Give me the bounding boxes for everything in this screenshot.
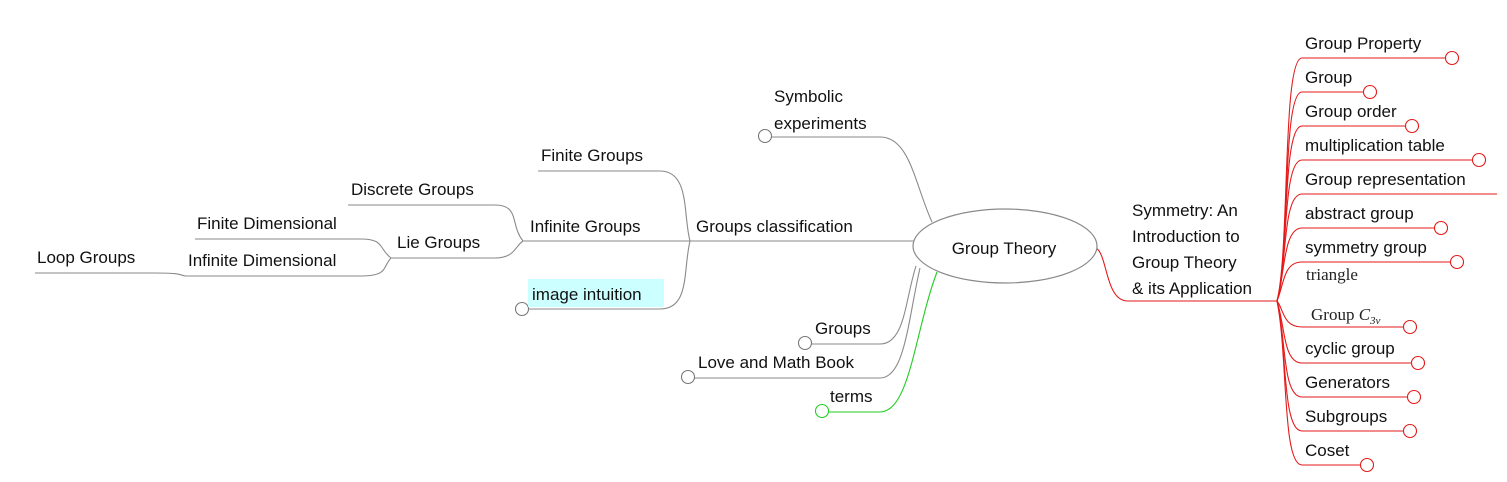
- collapse-toggle-groups[interactable]: [797, 335, 813, 351]
- collapse-toggle-terms[interactable]: [814, 403, 830, 419]
- connector-infinite-dimensional: [185, 257, 392, 277]
- symmetry-book-line-3: Group Theory: [1132, 253, 1237, 272]
- collapse-toggle-group[interactable]: [1362, 84, 1378, 100]
- root-node-label: Group Theory: [952, 239, 1057, 258]
- collapse-toggle-multiplication-table[interactable]: [1471, 152, 1487, 168]
- collapse-toggle-group-order[interactable]: [1404, 118, 1420, 134]
- node-love-and-math-book[interactable]: Love and Math Book: [698, 353, 854, 372]
- node-group-representation[interactable]: Group representation: [1305, 170, 1466, 189]
- node-discrete-groups[interactable]: Discrete Groups: [351, 180, 474, 199]
- group-c3v-subscript: 3v: [1369, 315, 1381, 327]
- group-c3v-symbol: C: [1359, 305, 1371, 324]
- connectors: [35, 57, 1497, 466]
- connector-groups: [806, 265, 917, 345]
- symmetry-book-line-1: Symmetry: An: [1132, 201, 1238, 220]
- collapse-toggle-cyclic-group[interactable]: [1410, 355, 1426, 371]
- collapse-toggle-love-and-math[interactable]: [680, 369, 696, 385]
- collapse-toggle-generators[interactable]: [1406, 389, 1422, 405]
- collapse-toggle-image-intuition[interactable]: [514, 301, 530, 317]
- node-finite-dimensional[interactable]: Finite Dimensional: [197, 214, 337, 233]
- node-image-intuition[interactable]: image intuition: [532, 285, 642, 304]
- node-multiplication-table[interactable]: multiplication table: [1305, 136, 1445, 155]
- collapse-toggle-coset[interactable]: [1359, 457, 1375, 473]
- node-group-c3v[interactable]: Group C3v: [1311, 305, 1381, 327]
- node-loop-groups[interactable]: Loop Groups: [37, 248, 135, 267]
- node-finite-groups[interactable]: Finite Groups: [541, 146, 643, 165]
- connector-terms: [822, 271, 938, 413]
- node-symmetry-group[interactable]: symmetry group: [1305, 238, 1427, 257]
- node-infinite-groups[interactable]: Infinite Groups: [530, 217, 641, 236]
- root-node-ellipse: [912, 208, 1098, 284]
- connector-symmetry-group: [1276, 261, 1457, 302]
- connector-abstract-group: [1276, 227, 1441, 302]
- connector-finite-groups: [538, 170, 691, 242]
- connector-triangle-c3v: [1276, 300, 1410, 328]
- collapse-toggle-symbolic-experiments[interactable]: [757, 128, 773, 144]
- node-groups[interactable]: Groups: [815, 319, 871, 338]
- connector-image-intuition: [528, 240, 691, 310]
- node-symbolic-line-1[interactable]: Symbolic: [774, 87, 843, 106]
- node-symmetry-book[interactable]: Symmetry: An Introduction to Group Theor…: [1132, 201, 1252, 298]
- node-group[interactable]: Group: [1305, 68, 1352, 87]
- connector-love-and-math: [688, 267, 921, 379]
- connector-discrete-groups: [348, 204, 524, 242]
- symmetry-book-line-2: Introduction to: [1132, 227, 1240, 246]
- connector-coset: [1276, 300, 1367, 466]
- node-coset[interactable]: Coset: [1305, 441, 1350, 460]
- symmetry-book-line-4: & its Application: [1132, 279, 1252, 298]
- root-node[interactable]: Group Theory: [912, 208, 1098, 284]
- image-intuition-highlight: [528, 279, 664, 307]
- node-abstract-group[interactable]: abstract group: [1305, 204, 1414, 223]
- node-groups-classification[interactable]: Groups classification: [696, 217, 853, 236]
- collapse-toggle-abstract-group[interactable]: [1433, 220, 1449, 236]
- connector-finite-dimensional: [195, 238, 392, 259]
- group-c3v-prefix: Group: [1311, 305, 1354, 324]
- node-group-order[interactable]: Group order: [1305, 102, 1397, 121]
- node-generators[interactable]: Generators: [1305, 373, 1390, 392]
- node-terms[interactable]: terms: [830, 387, 873, 406]
- node-triangle[interactable]: triangle: [1306, 265, 1358, 284]
- connector-symmetry-book: [1095, 247, 1277, 302]
- node-subgroups[interactable]: Subgroups: [1305, 407, 1387, 426]
- node-infinite-dimensional[interactable]: Infinite Dimensional: [188, 251, 336, 270]
- node-lie-groups[interactable]: Lie Groups: [397, 233, 480, 252]
- node-cyclic-group[interactable]: cyclic group: [1305, 339, 1395, 358]
- collapse-toggle-symmetry-group[interactable]: [1449, 254, 1465, 270]
- node-group-property[interactable]: Group Property: [1305, 34, 1422, 53]
- connector-loop-groups: [35, 272, 186, 277]
- collapse-toggle-subgroups[interactable]: [1402, 423, 1418, 439]
- collapse-toggle-group-c3v[interactable]: [1402, 319, 1418, 335]
- connector-lie-groups: [391, 240, 524, 259]
- node-symbolic-line-2[interactable]: experiments: [774, 114, 867, 133]
- collapse-toggle-group-property[interactable]: [1444, 50, 1460, 66]
- connector-symbolic-experiments: [770, 136, 933, 223]
- collapse-toggles: [514, 50, 1487, 473]
